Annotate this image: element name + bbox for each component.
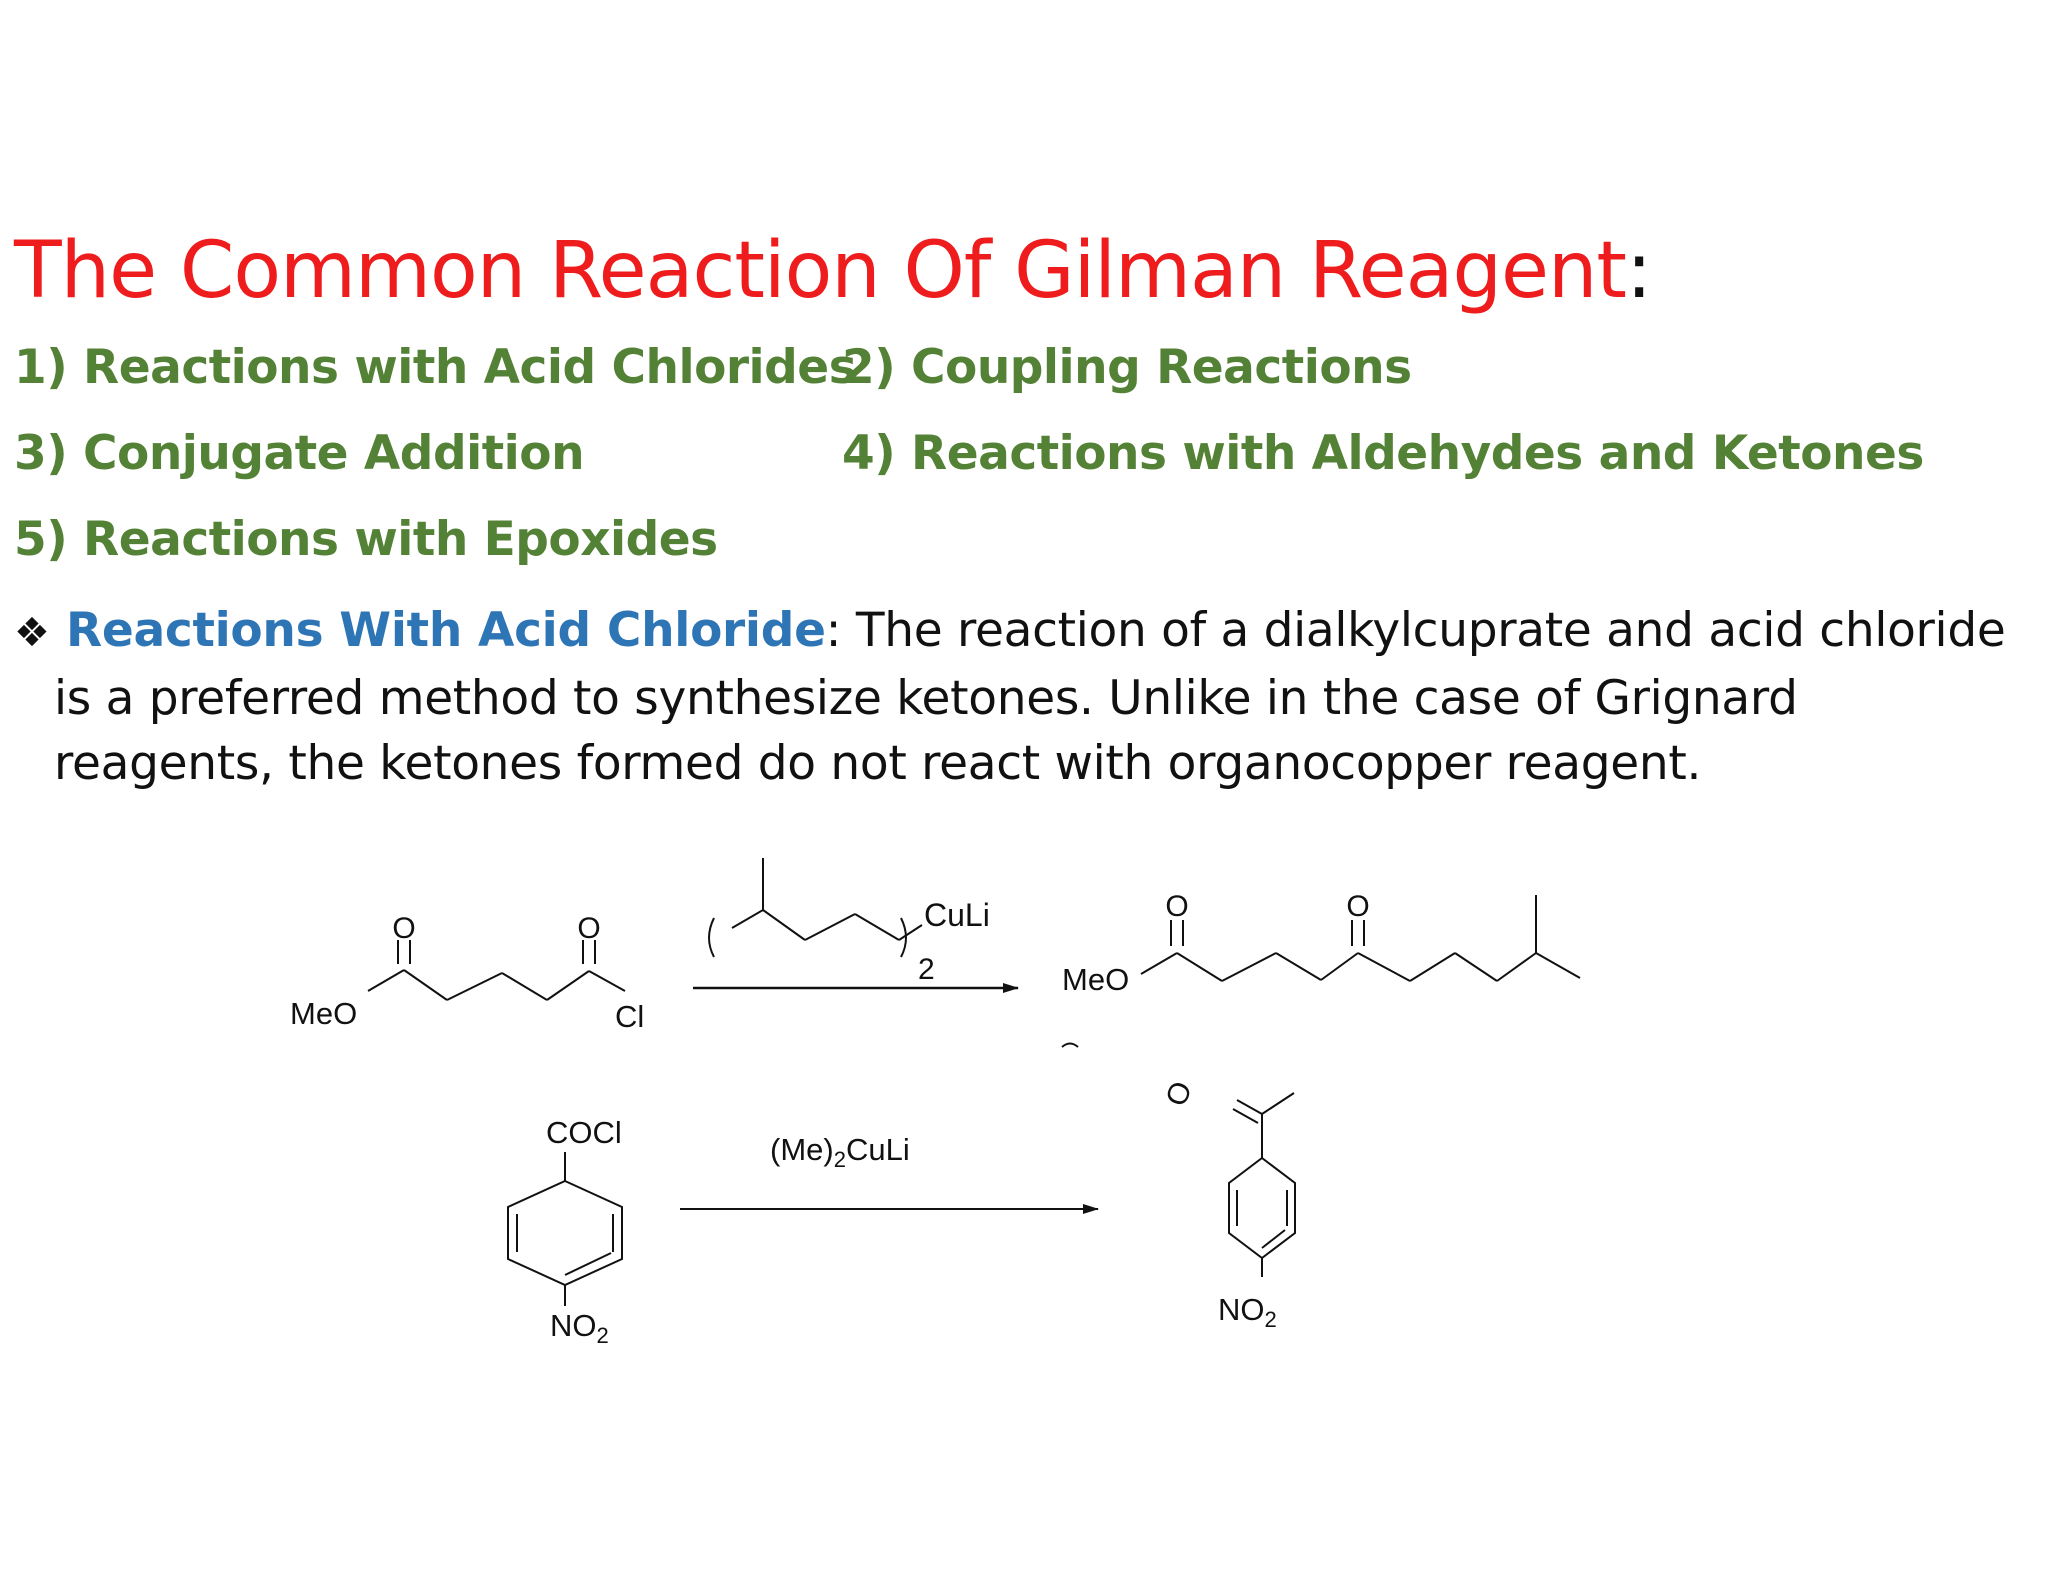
paragraph-line-1: ❖ Reactions With Acid Chloride: The react…	[14, 598, 2039, 666]
bullet-separator: :	[825, 603, 842, 658]
reactant1-chlorine-label: Cl	[615, 999, 644, 1034]
bullet-text-line-1: The reaction of a dialkylcuprate and aci…	[855, 603, 2006, 658]
product-nitroacetophenone	[1228, 1092, 1296, 1277]
reactant-nitrobenzoyl-chloride	[507, 1152, 623, 1306]
topic-item-1: 1) Reactions with Acid Chlorides	[14, 340, 857, 395]
topic-item-5: 5) Reactions with Epoxides	[14, 512, 718, 567]
bullet-heading: Reactions With Acid Chloride	[66, 603, 826, 658]
slide-title: The Common Reaction Of Gilman Reagent:	[14, 232, 1652, 310]
reagent1-culi-label: CuLi	[924, 897, 990, 933]
slide-title-colon: :	[1625, 226, 1652, 316]
reactant1-methoxy-label: MeO	[290, 996, 357, 1031]
reactant2-nitro-label: NO2	[550, 1308, 609, 1348]
reagent2-label: (Me)2CuLi	[770, 1132, 910, 1172]
product-keto-ester	[1061, 895, 1581, 1048]
product1-oxygen-2: O	[1346, 890, 1369, 923]
reagent-dialkylcuprate	[708, 858, 923, 958]
reactant-ester-acid-chloride	[367, 940, 626, 1001]
topic-item-2: 2) Coupling Reactions	[842, 340, 1412, 395]
bullet-text-line-3: reagents, the ketones formed do not reac…	[54, 736, 1702, 791]
slide-title-text: The Common Reaction Of Gilman Reagent	[14, 226, 1627, 316]
topic-item-4: 4) Reactions with Aldehydes and Ketones	[842, 426, 1924, 481]
bullet-text-line-2: is a preferred method to synthesize keto…	[54, 671, 1798, 726]
product2-oxygen: O	[1160, 1077, 1199, 1111]
product1-oxygen-1: O	[1165, 890, 1188, 923]
reactant1-oxygen-2: O	[577, 912, 600, 945]
reagent1-subscript: 2	[918, 953, 935, 986]
reactant2-acyl-chloride-label: COCl	[546, 1115, 622, 1150]
acid-chloride-paragraph: ❖ Reactions With Acid Chloride: The react…	[14, 598, 2039, 796]
product1-methoxy-label: MeO	[1062, 962, 1129, 997]
product2-nitro-label: NO2	[1218, 1292, 1277, 1332]
reactant1-oxygen-1: O	[392, 912, 415, 945]
four-diamond-bullet-icon: ❖	[14, 610, 50, 656]
topic-item-3: 3) Conjugate Addition	[14, 426, 585, 481]
